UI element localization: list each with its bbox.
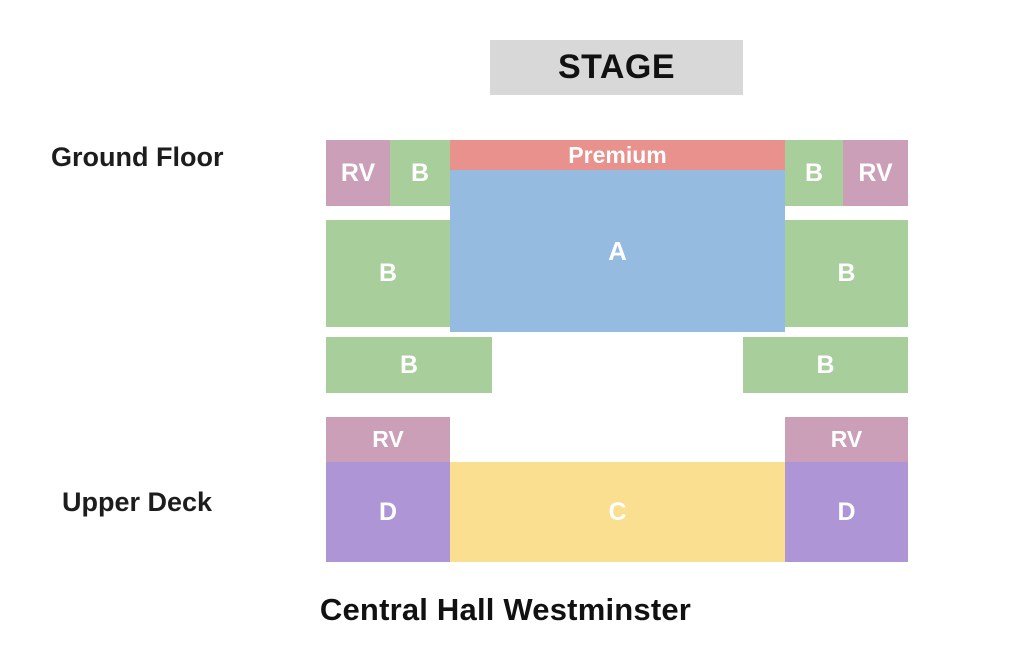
seat-block-b-ground-right-row3[interactable]: B bbox=[743, 337, 908, 393]
seat-block-label: B bbox=[410, 158, 430, 187]
venue-title: Central Hall Westminster bbox=[319, 592, 692, 627]
seat-block-label: Premium bbox=[568, 141, 667, 168]
seat-block-d-upper-right[interactable]: D bbox=[785, 462, 908, 562]
seat-block-rv-upper-left[interactable]: RV bbox=[326, 417, 450, 462]
seat-block-label: A bbox=[608, 236, 627, 266]
seat-block-rv-upper-right[interactable]: RV bbox=[785, 417, 908, 462]
section-label-upper-deck: Upper Deck bbox=[62, 487, 213, 517]
stage-block: STAGE bbox=[490, 40, 743, 95]
seat-block-label: C bbox=[608, 497, 627, 526]
seat-block-label: B bbox=[837, 259, 856, 287]
seat-block-label: RV bbox=[858, 158, 893, 187]
seat-block-label: B bbox=[804, 158, 824, 187]
seat-block-rv-ground-left[interactable]: RV bbox=[326, 140, 390, 206]
seat-block-label: B bbox=[378, 259, 398, 287]
stage-label: STAGE bbox=[557, 48, 676, 86]
seat-block-label: RV bbox=[830, 426, 863, 452]
seat-block-b-ground-right-row1[interactable]: B bbox=[785, 140, 843, 206]
seat-block-label: B bbox=[816, 350, 835, 379]
seat-block-label: RV bbox=[340, 158, 376, 187]
seat-block-b-ground-left-row1[interactable]: B bbox=[390, 140, 450, 206]
seat-block-premium[interactable]: Premium bbox=[450, 140, 785, 170]
seat-block-label: RV bbox=[372, 426, 404, 452]
seat-block-b-ground-right-row2[interactable]: B bbox=[785, 220, 908, 327]
seat-block-d-upper-left[interactable]: D bbox=[326, 462, 450, 562]
seat-block-label: D bbox=[378, 497, 398, 526]
seat-block-b-ground-left-row2[interactable]: B bbox=[326, 220, 450, 327]
seat-block-c[interactable]: C bbox=[450, 462, 785, 562]
section-label-ground-floor: Ground Floor bbox=[51, 142, 224, 172]
seat-block-b-ground-left-row3[interactable]: B bbox=[326, 337, 492, 393]
seat-block-a[interactable]: A bbox=[450, 170, 785, 332]
seat-block-rv-ground-right[interactable]: RV bbox=[843, 140, 908, 206]
seat-block-label: B bbox=[399, 350, 419, 379]
seat-block-label: D bbox=[837, 497, 856, 526]
